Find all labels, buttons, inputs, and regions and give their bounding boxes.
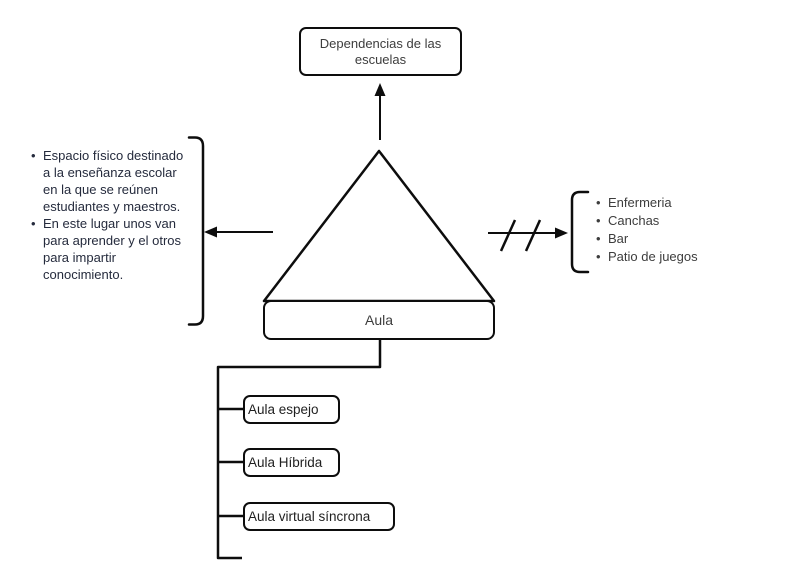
arrow-up-to-top-box <box>374 83 386 140</box>
left-notes-list: Espacio físico destinado a la enseñanza … <box>31 147 189 283</box>
node-dependencias[interactable]: Dependencias de las escuelas <box>299 27 462 76</box>
right-dependencies-block: Enfermeria Canchas Bar Patio de juegos <box>596 194 726 266</box>
children-tree-connector <box>216 340 382 560</box>
slash-mark-2 <box>524 219 542 252</box>
node-aula-espejo-label: Aula espejo <box>248 401 319 417</box>
node-aula-label: Aula <box>364 312 394 328</box>
left-bracket <box>187 136 205 326</box>
node-aula[interactable]: Aula <box>263 300 495 340</box>
node-aula-hibrida-label: Aula Híbrida <box>248 454 323 470</box>
node-aula-hibrida[interactable]: Aula Híbrida <box>243 448 340 477</box>
arrow-left-to-notes <box>204 226 273 238</box>
dependency-item: Bar <box>596 230 726 248</box>
slash-mark-1 <box>499 219 517 252</box>
left-notes-block: Espacio físico destinado a la enseñanza … <box>31 147 189 283</box>
triangle-shape[interactable] <box>262 149 496 303</box>
node-aula-virtual-sincrona[interactable]: Aula virtual síncrona <box>243 502 395 531</box>
right-dependencies-list: Enfermeria Canchas Bar Patio de juegos <box>596 194 726 266</box>
left-note-item: Espacio físico destinado a la enseñanza … <box>31 147 189 215</box>
left-note-item: En este lugar unos van para aprender y e… <box>31 215 189 283</box>
dependency-item: Patio de juegos <box>596 248 726 266</box>
dependency-item: Canchas <box>596 212 726 230</box>
right-bracket <box>570 190 590 274</box>
node-dependencias-label: Dependencias de las escuelas <box>319 35 442 67</box>
node-aula-virtual-sincrona-label: Aula virtual síncrona <box>248 508 371 524</box>
node-aula-espejo[interactable]: Aula espejo <box>243 395 340 424</box>
arrow-right-with-slashes <box>488 219 568 252</box>
dependency-item: Enfermeria <box>596 194 726 212</box>
